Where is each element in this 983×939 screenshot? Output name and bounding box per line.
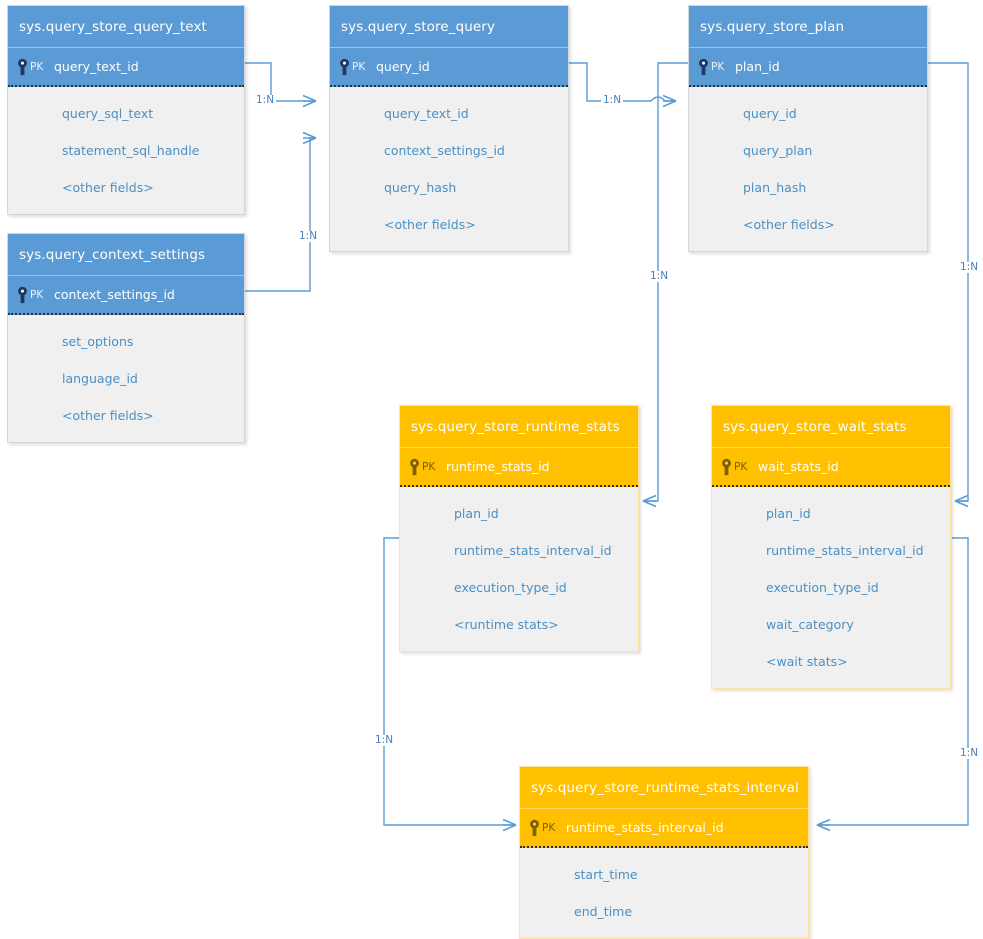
attribute: <other fields> xyxy=(62,180,154,195)
attribute: plan_id xyxy=(766,506,811,521)
attribute: <wait stats> xyxy=(766,654,848,669)
crowfoot-interval-to-wait-stats xyxy=(816,818,831,832)
attribute: query_id xyxy=(743,106,797,121)
attribute-list: query_sql_text statement_sql_handle <oth… xyxy=(8,87,244,214)
crowfoot-query-text-to-query xyxy=(302,94,317,108)
cardinality-label-interval-to-runtime-stats: 1:N xyxy=(373,734,396,746)
attribute: execution_type_id xyxy=(454,580,567,595)
entity-query-store-runtime-stats[interactable]: sys.query_store_runtime_stats PK runtime… xyxy=(399,405,639,652)
primary-key-row: PK query_text_id xyxy=(8,48,244,87)
cardinality-label-context-settings-to-query: 1:N xyxy=(297,230,320,242)
entity-query-store-runtime-stats-interval[interactable]: sys.query_store_runtime_stats_interval P… xyxy=(519,766,809,939)
attribute: execution_type_id xyxy=(766,580,879,595)
primary-key-row: PK plan_id xyxy=(689,48,927,87)
attribute-list: query_text_id context_settings_id query_… xyxy=(330,87,568,251)
attribute: <other fields> xyxy=(743,217,835,232)
key-icon xyxy=(18,286,27,303)
pk-attribute-name: query_text_id xyxy=(54,59,139,74)
attribute: query_plan xyxy=(743,143,813,158)
pk-attribute-name: context_settings_id xyxy=(54,287,175,302)
primary-key-row: PK wait_stats_id xyxy=(712,448,950,487)
crowfoot-plan-to-runtime-stats xyxy=(642,494,657,508)
pk-badge-text: PK xyxy=(711,60,725,73)
attribute: <other fields> xyxy=(62,408,154,423)
key-icon xyxy=(410,458,419,475)
connector-context-settings-to-query xyxy=(245,137,316,292)
attribute-list: plan_id runtime_stats_interval_id execut… xyxy=(712,487,950,688)
pk-attribute-name: runtime_stats_interval_id xyxy=(566,820,724,835)
pk-badge: PK xyxy=(330,48,376,85)
pk-attribute-name: wait_stats_id xyxy=(758,459,839,474)
attribute: query_text_id xyxy=(384,106,469,121)
cardinality-label-query-to-plan: 1:N xyxy=(601,94,624,106)
cardinality-label-plan-to-runtime-stats: 1:N xyxy=(648,270,671,282)
pk-badge-text: PK xyxy=(30,60,44,73)
attribute: runtime_stats_interval_id xyxy=(454,543,612,558)
entity-title: sys.query_store_wait_stats xyxy=(712,406,950,448)
pk-badge: PK xyxy=(520,809,566,846)
primary-key-row: PK query_id xyxy=(330,48,568,87)
connector-plan-to-runtime-stats xyxy=(643,62,688,502)
entity-title: sys.query_store_query xyxy=(330,6,568,48)
crowfoot-query-to-plan xyxy=(662,94,677,108)
attribute: set_options xyxy=(62,334,134,349)
entity-title: sys.query_store_plan xyxy=(689,6,927,48)
entity-query-context-settings[interactable]: sys.query_context_settings PK context_se… xyxy=(7,233,245,443)
attribute: <runtime stats> xyxy=(454,617,559,632)
entity-query-store-wait-stats[interactable]: sys.query_store_wait_stats PK wait_stats… xyxy=(711,405,951,689)
entity-title: sys.query_context_settings xyxy=(8,234,244,276)
attribute: statement_sql_handle xyxy=(62,143,200,158)
entity-query-store-plan[interactable]: sys.query_store_plan PK plan_id query_id… xyxy=(688,5,928,252)
pk-badge-text: PK xyxy=(542,821,556,834)
attribute: query_sql_text xyxy=(62,106,154,121)
attribute: plan_hash xyxy=(743,180,807,195)
attribute-list: set_options language_id <other fields> xyxy=(8,315,244,442)
pk-attribute-name: runtime_stats_id xyxy=(446,459,550,474)
crowfoot-context-settings-to-query xyxy=(302,131,317,145)
entity-title: sys.query_store_runtime_stats_interval xyxy=(520,767,808,809)
crowfoot-plan-to-wait-stats xyxy=(954,494,969,508)
cardinality-label-query-text-to-query: 1:N xyxy=(254,94,277,106)
key-icon xyxy=(530,819,539,836)
pk-badge-text: PK xyxy=(30,288,44,301)
pk-badge-text: PK xyxy=(422,460,436,473)
attribute: context_settings_id xyxy=(384,143,505,158)
primary-key-row: PK context_settings_id xyxy=(8,276,244,315)
pk-attribute-name: plan_id xyxy=(735,59,780,74)
entity-query-store-query[interactable]: sys.query_store_query PK query_id query_… xyxy=(329,5,569,252)
entity-title: sys.query_store_runtime_stats xyxy=(400,406,638,448)
entity-query-store-query-text[interactable]: sys.query_store_query_text PK query_text… xyxy=(7,5,245,215)
attribute-list: start_time end_time xyxy=(520,848,808,938)
key-icon xyxy=(340,58,349,75)
key-icon xyxy=(722,458,731,475)
primary-key-row: PK runtime_stats_id xyxy=(400,448,638,487)
attribute: <other fields> xyxy=(384,217,476,232)
pk-badge: PK xyxy=(689,48,735,85)
key-icon xyxy=(699,58,708,75)
attribute-list: query_id query_plan plan_hash <other fie… xyxy=(689,87,927,251)
pk-badge: PK xyxy=(8,48,54,85)
key-icon xyxy=(18,58,27,75)
attribute: wait_category xyxy=(766,617,854,632)
attribute-list: plan_id runtime_stats_interval_id execut… xyxy=(400,487,638,651)
entity-title: sys.query_store_query_text xyxy=(8,6,244,48)
pk-badge-text: PK xyxy=(352,60,366,73)
attribute: start_time xyxy=(574,867,638,882)
crowfoot-interval-to-runtime-stats xyxy=(502,818,517,832)
attribute: runtime_stats_interval_id xyxy=(766,543,924,558)
primary-key-row: PK runtime_stats_interval_id xyxy=(520,809,808,848)
attribute: plan_id xyxy=(454,506,499,521)
cardinality-label-plan-to-wait-stats: 1:N xyxy=(958,261,981,273)
pk-badge: PK xyxy=(712,448,758,485)
pk-badge-text: PK xyxy=(734,460,748,473)
pk-badge: PK xyxy=(400,448,446,485)
attribute: language_id xyxy=(62,371,138,386)
pk-badge: PK xyxy=(8,276,54,313)
pk-attribute-name: query_id xyxy=(376,59,430,74)
attribute: end_time xyxy=(574,904,633,919)
attribute: query_hash xyxy=(384,180,457,195)
cardinality-label-interval-to-wait-stats: 1:N xyxy=(958,747,981,759)
